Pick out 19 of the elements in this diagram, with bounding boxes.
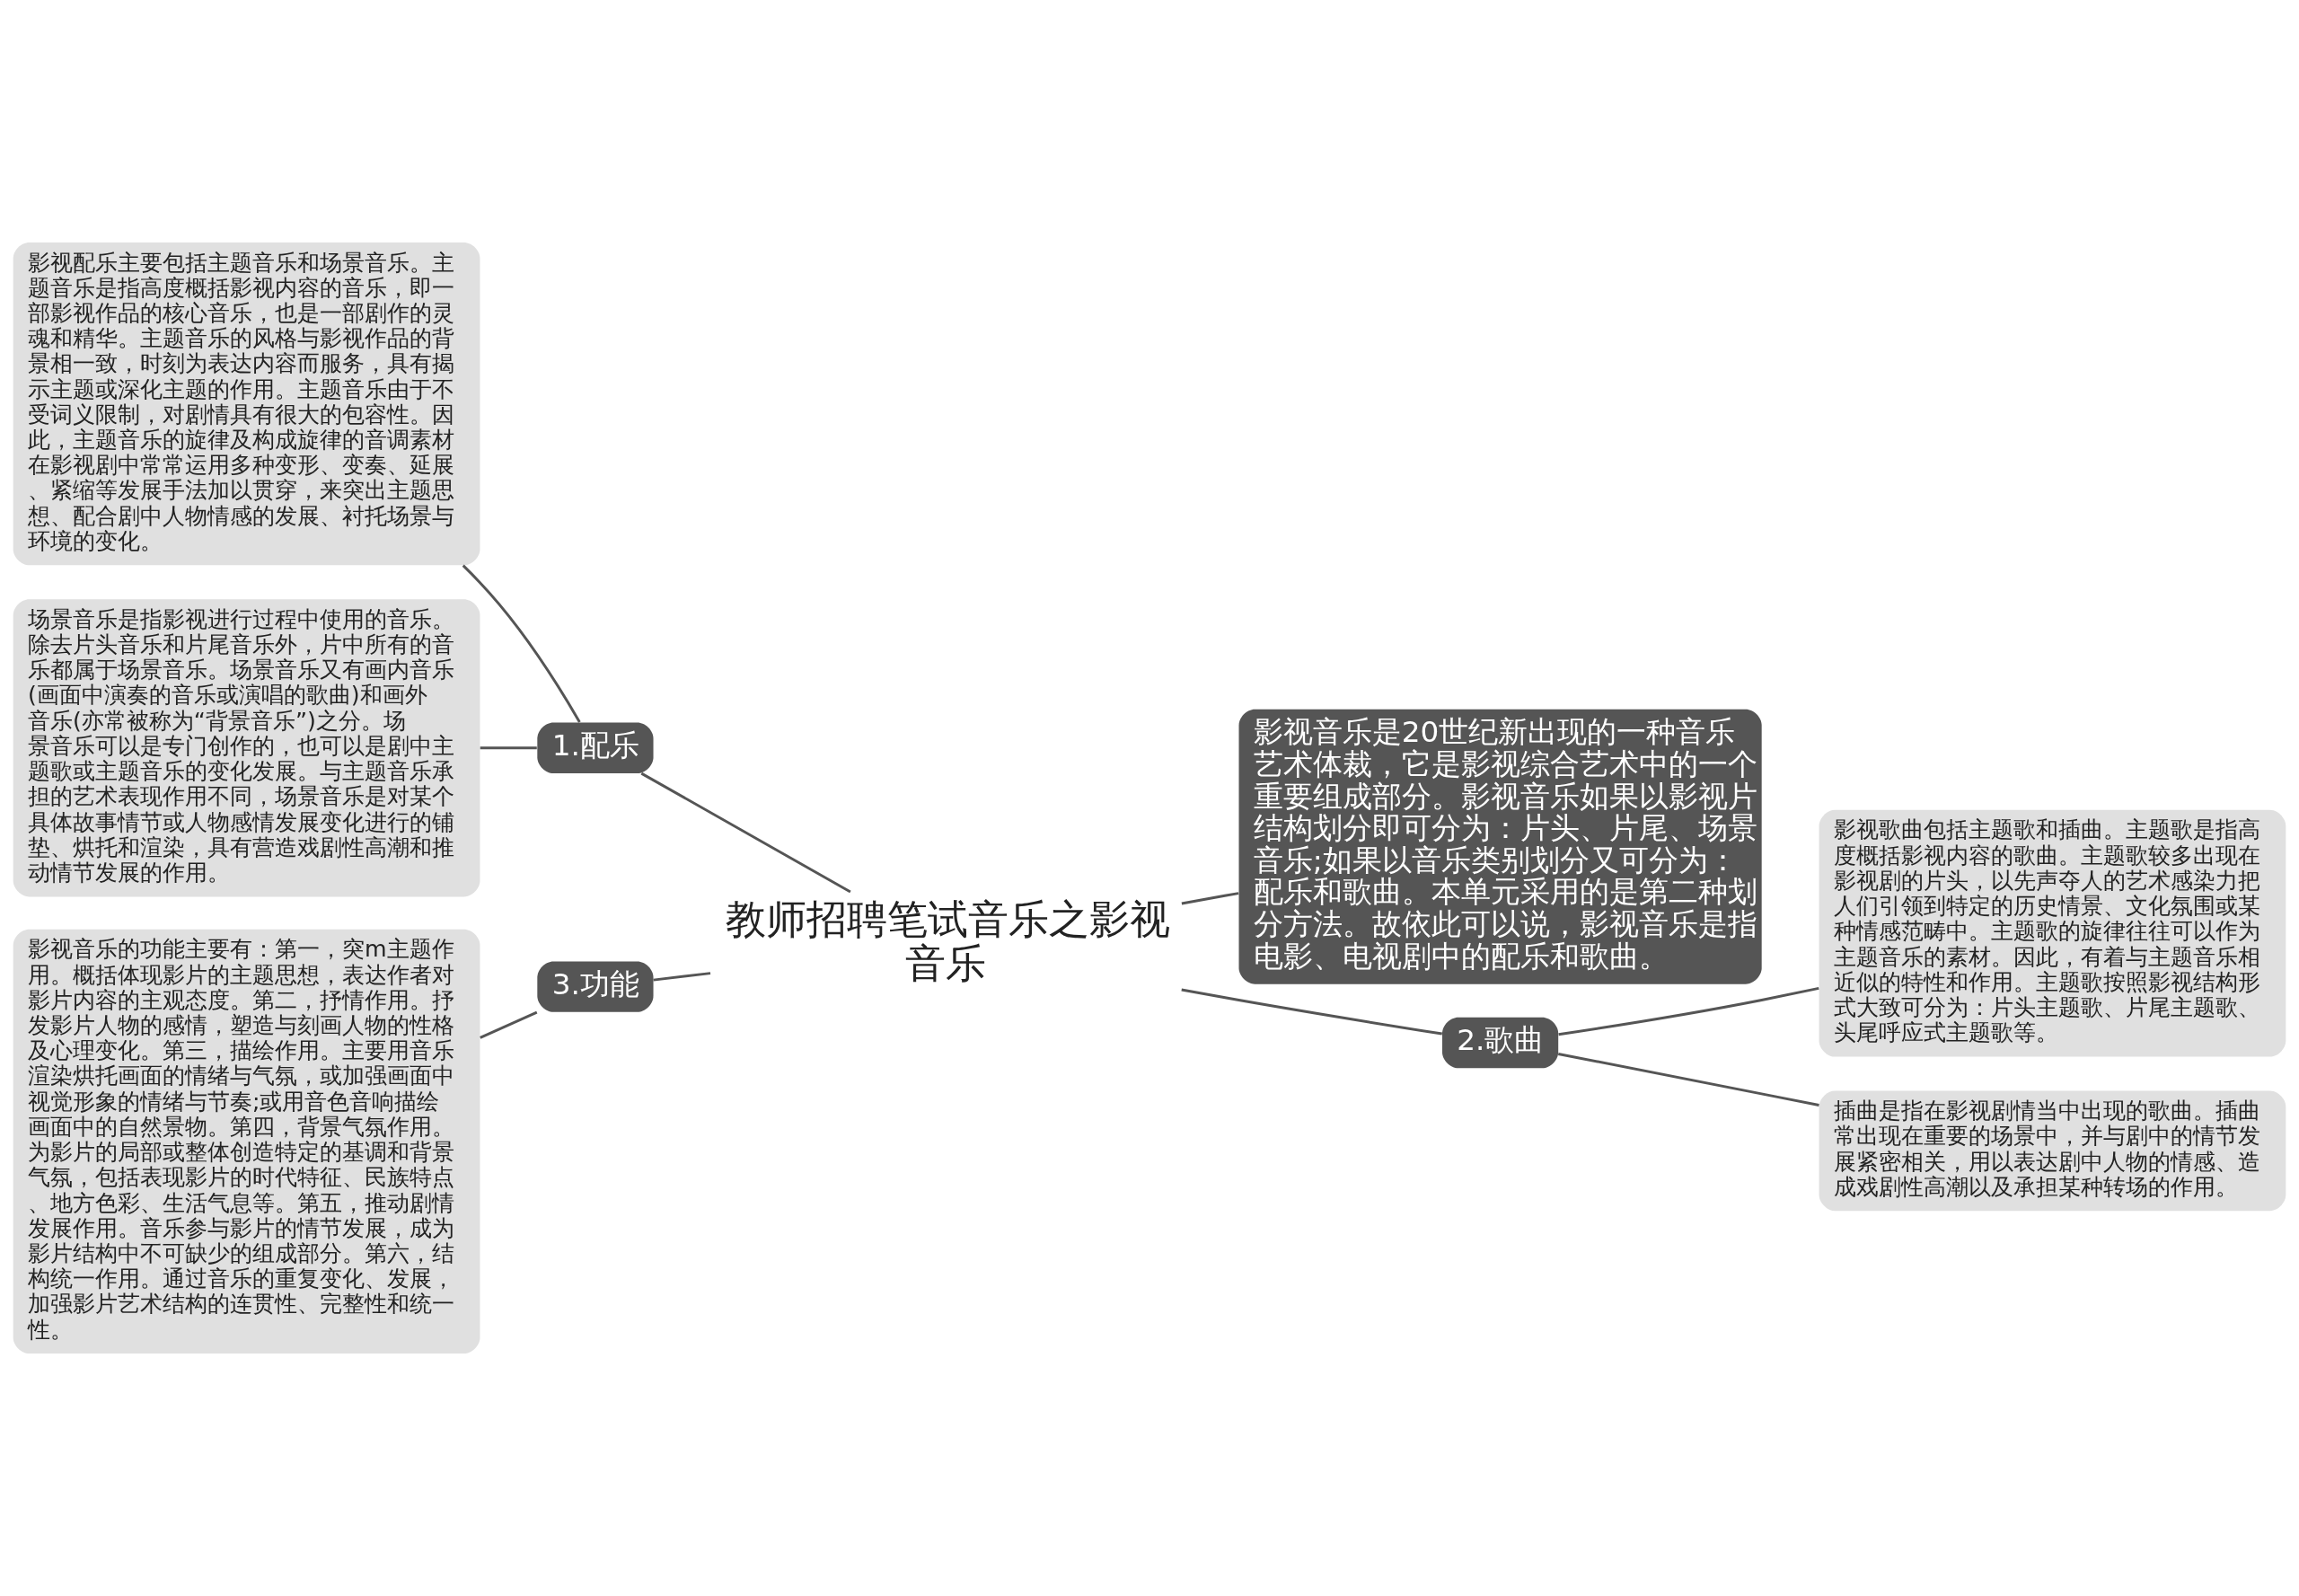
connector (1181, 988, 1442, 1036)
connector (462, 564, 581, 723)
connector (1557, 1053, 1819, 1107)
node-box: 影视配乐主要包括主题音乐和场景音乐。主题音乐是指高度概括影视内容的音乐，即一部影视作品的核心音乐，也是一部剧作的灵魂和精华。主题音乐的风格与影视作品的背景相一致，时刻为表达内容而服务，具有揭示主题或深化主题的作用。主题音乐由于不受词义限制，对剧情具有很大的包容性。因此，主题音乐的旋律及构成旋律的音调素材在影视剧中常常运用多种变形、变奏、延展、紧缩等发展手法加以贯穿，来突出主题思想、配合剧中人物情感的发展、衬托场景与环境的变化。 (13, 242, 480, 566)
node-box: 插曲是指在影视剧情当中出现的歌曲。插曲常出现在重要的场景中，并与剧中的情节发展紧密相关，用以表达剧中人物的情感、造成戏剧性高潮以及承担某种转场的作用。 (1819, 1090, 2286, 1212)
node-box: 3.功能 (537, 961, 654, 1012)
node-box: 影视歌曲包括主题歌和插曲。主题歌是指高度概括影视内容的歌曲。主题歌较多出现在影视剧的片头，以先声夺人的艺术感染力把人们引领到特定的历史情景、文化氛围或某种情感范畴中。主题歌的旋律往往可以作为主题音乐的素材。因此，有着与主题音乐相近似的特性和作用。主题歌按照影视结构形式大致可分为：片头主题歌、片尾主题歌、头尾呼应式主题歌等。 (1819, 809, 2286, 1057)
connector (1558, 986, 1819, 1036)
node-box: 影视音乐是20世纪新出现的一种音乐艺术体裁，它是影视综合艺术中的一个重要组成部分。影视音乐如果以影视片结构划分即可分为：片头、片尾、场景音乐;如果以音乐类别划分又可分为：配乐和歌曲。本单元采用的是第二种划分方法。故依此可以说，影视音乐是指电影、电视剧中的配乐和歌曲。 (1238, 709, 1762, 984)
node-box: 2.歌曲 (1442, 1017, 1559, 1069)
node-text: 教师招聘笔试音乐之影视音乐 (725, 896, 1170, 988)
node-box: 1.配乐 (537, 722, 654, 773)
node-box: 场景音乐是指影视进行过程中使用的音乐。除去片头音乐和片尾音乐外，片中所有的音乐都属于场景音乐。场景音乐又有画内音乐(画面中演奏的音乐或演唱的歌曲)和画外音乐(亦常被称为“背景音乐”)之分。场景音乐可以是专门创作的，也可以是剧中主题歌或主题音乐的变化发展。与主题音乐承担的艺术表现作用不同，场景音乐是对某个具体故事情节或人物感情发展变化进行的铺垫、烘托和渲染，具有营造戏剧性高潮和推动情节发展的作用。 (13, 599, 480, 897)
connector (1181, 892, 1239, 905)
node-box: 影视音乐的功能主要有：第一，突m主题作用。概括体现影片的主题思想，表达作者对影片内容的主观态度。第二，抒情作用。抒发影片人物的感情，塑造与刻画人物的性格及心理变化。第三，描绘作用。主要用音乐渲染烘托画面的情绪与气氛，或加强画面中视觉形象的情绪与节奏;或用音色音响描绘画面中的自然景物。第四，背景气氛作用。为影片的局部或整体创造特定的基调和背景气氛，包括表现影片的时代特征、民族特点、地方色彩、生活气息等。第五，推动剧情发展作用。音乐参与影片的情节发展，成为影片结构中不可缺少的组成部分。第六，结构统一作用。通过音乐的重复变化、发展，加强影片艺术结构的连贯性、完整性和统一性。 (13, 929, 480, 1354)
connector (480, 1010, 538, 1039)
connector (480, 746, 537, 750)
connector (653, 972, 711, 982)
connector (640, 772, 851, 894)
